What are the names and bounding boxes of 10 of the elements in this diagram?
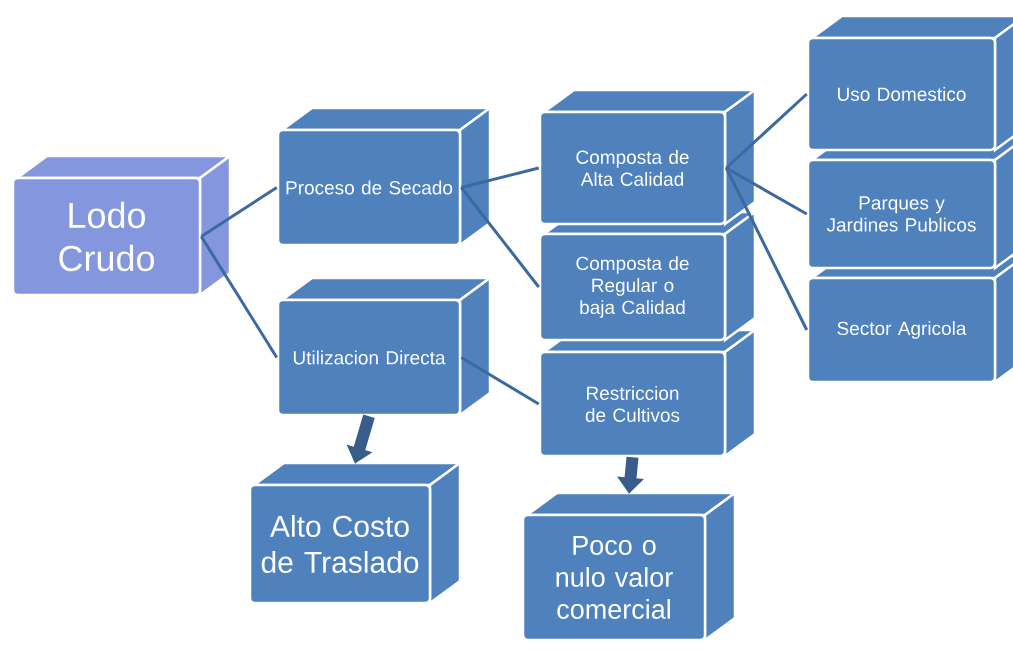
connector-line — [200, 186, 278, 238]
connector-line — [460, 186, 540, 288]
connector-line — [460, 356, 540, 406]
connector-line — [460, 166, 540, 189]
connector-line — [724, 167, 809, 331]
connector-line — [200, 235, 279, 359]
connector-line — [725, 166, 808, 216]
node-label: Parques y Jardines Publicos — [826, 196, 976, 232]
node-label: Sector Agricola — [837, 321, 967, 339]
connector-line — [725, 92, 808, 170]
